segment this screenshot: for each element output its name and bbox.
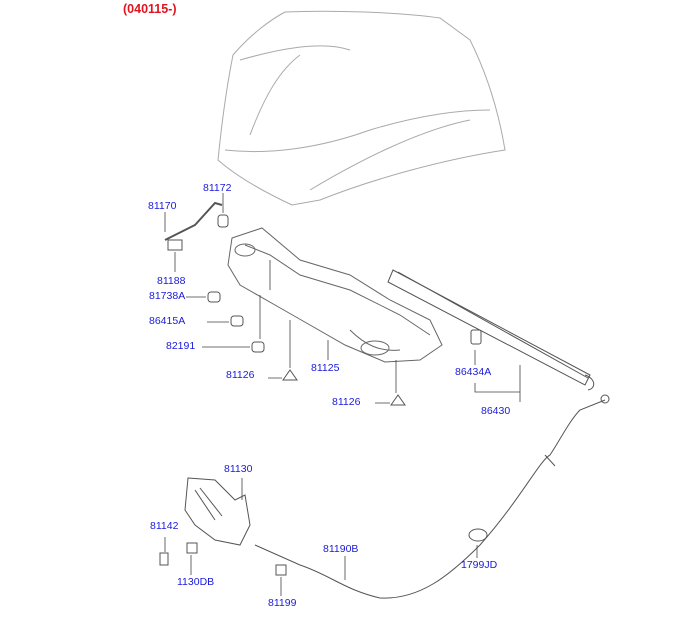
part-label-81172[interactable]: 81172 [203,182,232,194]
part-label-1130db[interactable]: 1130DB [177,576,215,588]
release-cable [254,394,610,599]
part-label-81190b[interactable]: 81190B [323,543,359,555]
part-label-86415a[interactable]: 86415A [149,315,186,327]
weatherstrip [387,269,595,391]
part-label-81170[interactable]: 81170 [148,200,177,212]
part-label-81199[interactable]: 81199 [268,597,297,609]
leader-lines [164,193,521,596]
part-label-81188[interactable]: 81188 [157,275,186,287]
revision-code: (040115-) [123,2,177,16]
part-label-81125[interactable]: 81125 [311,362,340,374]
part-label-86434a[interactable]: 86434A [455,366,492,378]
part-label-81126-b[interactable]: 81126 [332,396,361,408]
part-label-81738a[interactable]: 81738A [149,290,186,302]
part-label-1799jd[interactable]: 1799JD [461,559,498,571]
hood-insulator-pad [227,227,443,363]
hood-panel [217,10,506,206]
part-label-81126[interactable]: 81126 [226,369,255,381]
part-label-86430[interactable]: 86430 [481,405,511,417]
part-label-81130[interactable]: 81130 [224,463,253,475]
part-label-82191[interactable]: 82191 [166,340,196,352]
hood-latch [159,477,251,566]
small-parts [164,201,482,406]
part-label-81142[interactable]: 81142 [150,520,179,532]
